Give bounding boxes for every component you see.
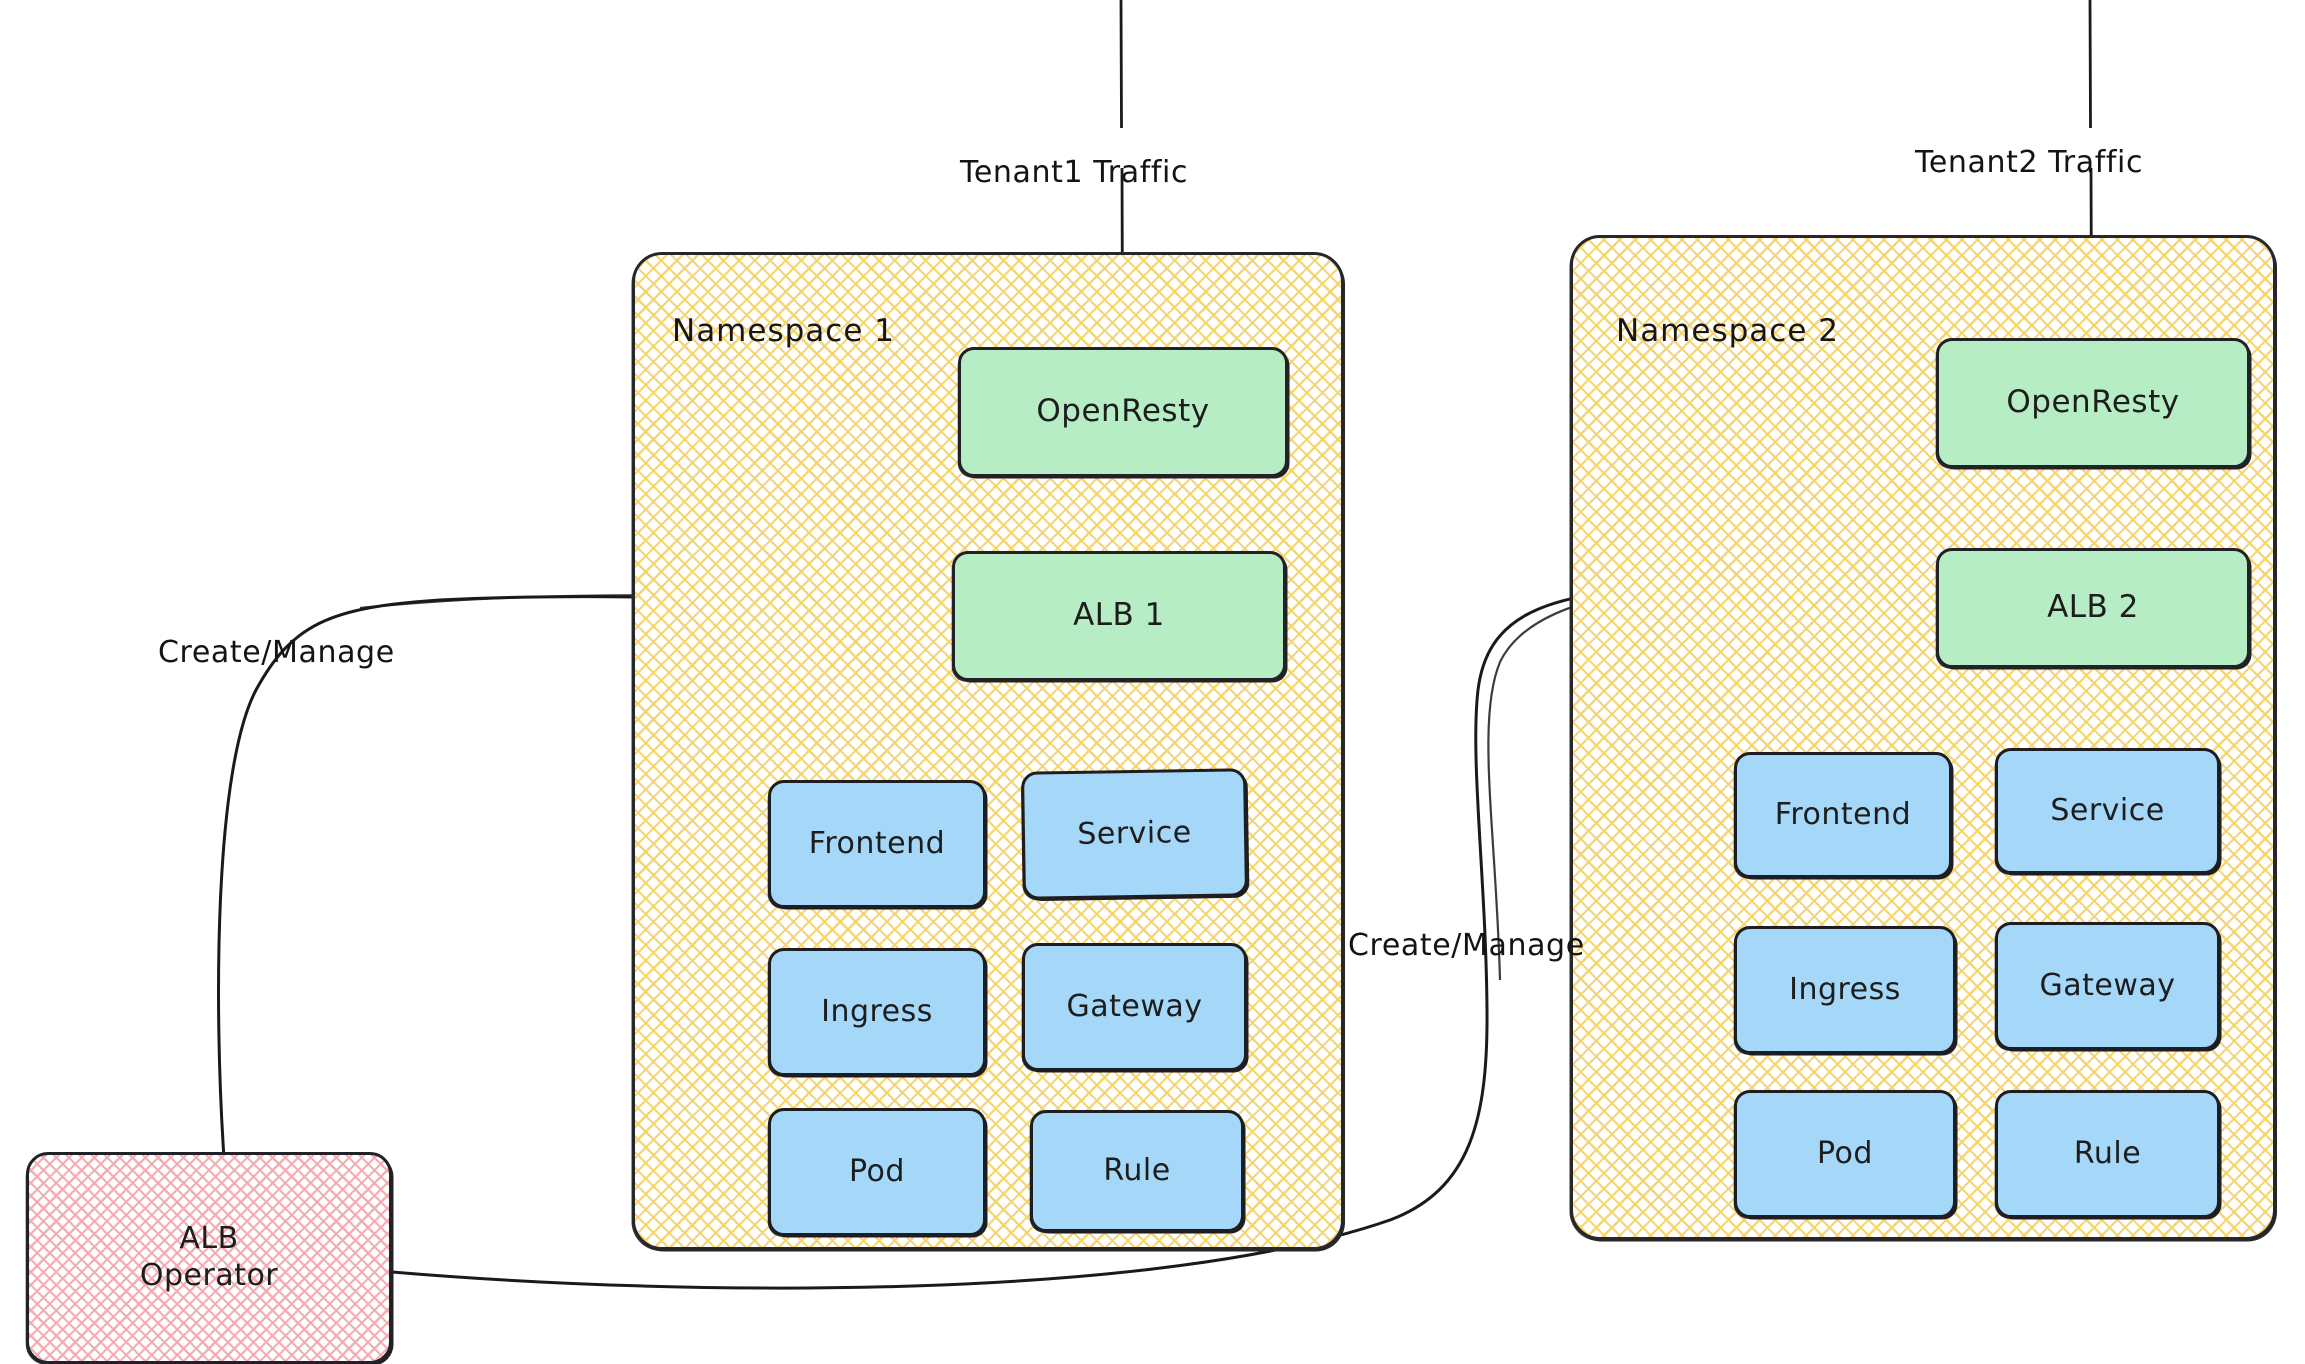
edge-label-create-manage-1: Create/Manage: [158, 635, 395, 670]
node-openresty-2[interactable]: OpenResty: [1936, 338, 2250, 468]
traffic-label-tenant2: Tenant2 Traffic: [1915, 145, 2144, 180]
node-resource-service-1[interactable]: Service: [1021, 768, 1248, 900]
node-alb-1[interactable]: ALB 1: [952, 551, 1286, 681]
node-resource-rule-2[interactable]: Rule: [1995, 1090, 2220, 1218]
node-resource-service-2[interactable]: Service: [1995, 748, 2220, 874]
node-resource-frontend-1[interactable]: Frontend: [768, 780, 986, 908]
node-resource-rule-1[interactable]: Rule: [1030, 1110, 1244, 1232]
traffic-label-tenant1: Tenant1 Traffic: [960, 155, 1189, 190]
node-alb-2[interactable]: ALB 2: [1936, 548, 2250, 668]
node-resource-pod-2[interactable]: Pod: [1734, 1090, 1956, 1218]
node-resource-frontend-2[interactable]: Frontend: [1734, 752, 1952, 878]
node-alb-operator[interactable]: ALB Operator: [26, 1152, 392, 1364]
edge-label-create-manage-2: Create/Manage: [1348, 928, 1585, 963]
node-openresty-1[interactable]: OpenResty: [958, 347, 1288, 477]
namespace-label-2: Namespace 2: [1616, 313, 1839, 349]
node-resource-ingress-1[interactable]: Ingress: [768, 948, 986, 1076]
node-resource-gateway-1[interactable]: Gateway: [1022, 943, 1247, 1071]
node-resource-pod-1[interactable]: Pod: [768, 1108, 986, 1236]
node-resource-ingress-2[interactable]: Ingress: [1734, 926, 1956, 1054]
namespace-label-1: Namespace 1: [672, 313, 895, 349]
alb-operator-line-2: Operator: [139, 1258, 279, 1293]
alb-operator-line-1: ALB: [179, 1221, 239, 1257]
node-resource-gateway-2[interactable]: Gateway: [1995, 922, 2220, 1050]
